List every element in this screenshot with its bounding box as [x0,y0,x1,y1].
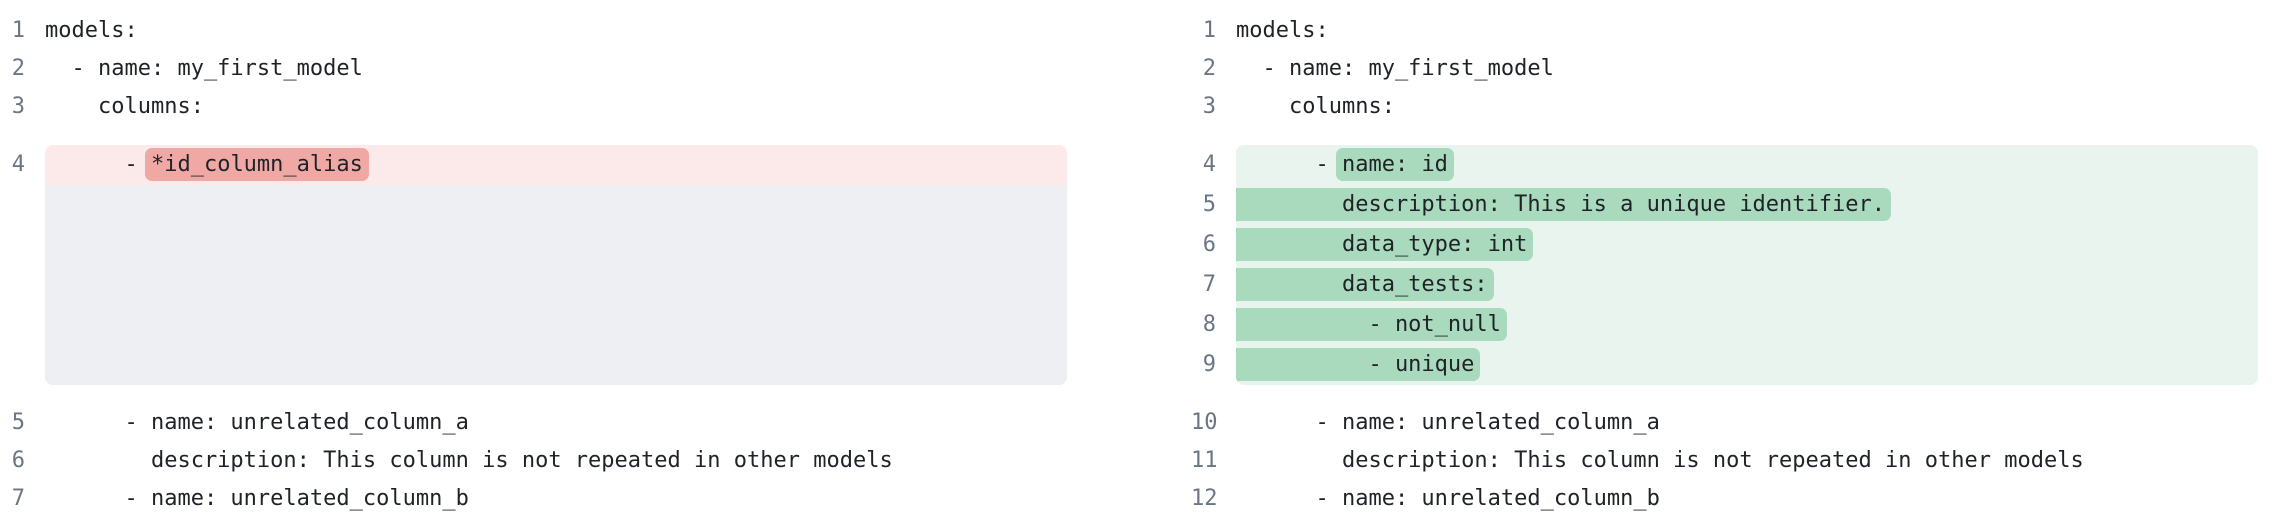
line-number: 4 [11,152,25,177]
removed-token-highlight: *id_column_alias [144,148,369,181]
line-number: 10 [1191,410,1218,435]
line-number: 7 [11,486,25,511]
line-number: 7 [1202,272,1216,297]
added-token-highlight: - not_null [1236,308,1507,341]
added-line: data_tests: [1236,265,2258,305]
code-line: columns: [1236,88,2258,126]
code-text: - name: my_first_model [45,56,363,81]
line-number: 5 [1202,192,1216,217]
code-text: - [1236,152,1342,177]
code-column: models: - name: my_first_model columns: … [1236,12,2258,518]
line-number: 1 [11,18,25,43]
code-line: - name: unrelated_column_b [1236,480,2258,518]
code-text: - [45,152,151,177]
removed-block: - *id_column_alias [45,145,1067,385]
added-block: - name: id description: This is a unique… [1236,145,2258,385]
code-line: - name: unrelated_column_b [45,480,1067,518]
code-text: - name: my_first_model [1236,56,1554,81]
line-number: 9 [1202,352,1216,377]
code-text: description: This column is not repeated… [45,448,893,473]
added-line: - unique [1236,345,2258,385]
line-number: 4 [1202,152,1216,177]
added-token-highlight: name: id [1335,148,1454,181]
line-number: 6 [1202,232,1216,257]
collapsed-filler [45,185,1067,385]
code-line: - name: my_first_model [45,50,1067,88]
code-text: models: [45,18,138,43]
line-number-gutter: 1 2 3 4 5 6 7 [0,12,45,518]
line-number: 2 [11,56,25,81]
code-text: - name: unrelated_column_b [1236,486,1660,511]
code-text: - name: unrelated_column_a [1236,410,1660,435]
line-number: 3 [11,94,25,119]
diff-block-gutter: 4 [0,145,25,385]
added-token-highlight: - unique [1236,348,1481,381]
added-token-highlight: data_type: int [1236,228,1534,261]
code-column: models: - name: my_first_model columns: … [45,12,1067,518]
code-line: - name: my_first_model [1236,50,2258,88]
code-line: models: [1236,12,2258,50]
code-text: columns: [1236,94,1395,119]
line-number: 1 [1202,18,1216,43]
code-text: - name: unrelated_column_a [45,410,469,435]
added-line: - name: id [1236,145,2258,185]
line-number: 8 [1202,312,1216,337]
line-number: 3 [1202,94,1216,119]
line-number: 12 [1191,486,1218,511]
code-line: models: [45,12,1067,50]
diff-pane-before: 1 2 3 4 5 6 7 models: - name: my_first_model c… [0,12,1087,518]
code-text: models: [1236,18,1329,43]
code-text: - name: unrelated_column_b [45,486,469,511]
line-number: 11 [1191,448,1218,473]
code-text: columns: [45,94,204,119]
removed-line: - *id_column_alias [45,145,1067,185]
code-line: columns: [45,88,1067,126]
diff-block-gutter: 4 5 6 7 8 9 [1191,145,1216,385]
line-number: 6 [11,448,25,473]
added-line: - not_null [1236,305,2258,345]
line-number: 5 [11,410,25,435]
gutter-filler [0,185,25,385]
added-line: description: This is a unique identifier… [1236,185,2258,225]
code-text: description: This column is not repeated… [1236,448,2084,473]
added-token-highlight: description: This is a unique identifier… [1236,188,1892,221]
line-number: 2 [1202,56,1216,81]
code-line: description: This column is not repeated… [1236,442,2258,480]
added-line: data_type: int [1236,225,2258,265]
code-line: - name: unrelated_column_a [1236,404,2258,442]
added-token-highlight: data_tests: [1236,268,1494,301]
code-line: description: This column is not repeated… [45,442,1067,480]
code-line: - name: unrelated_column_a [45,404,1067,442]
